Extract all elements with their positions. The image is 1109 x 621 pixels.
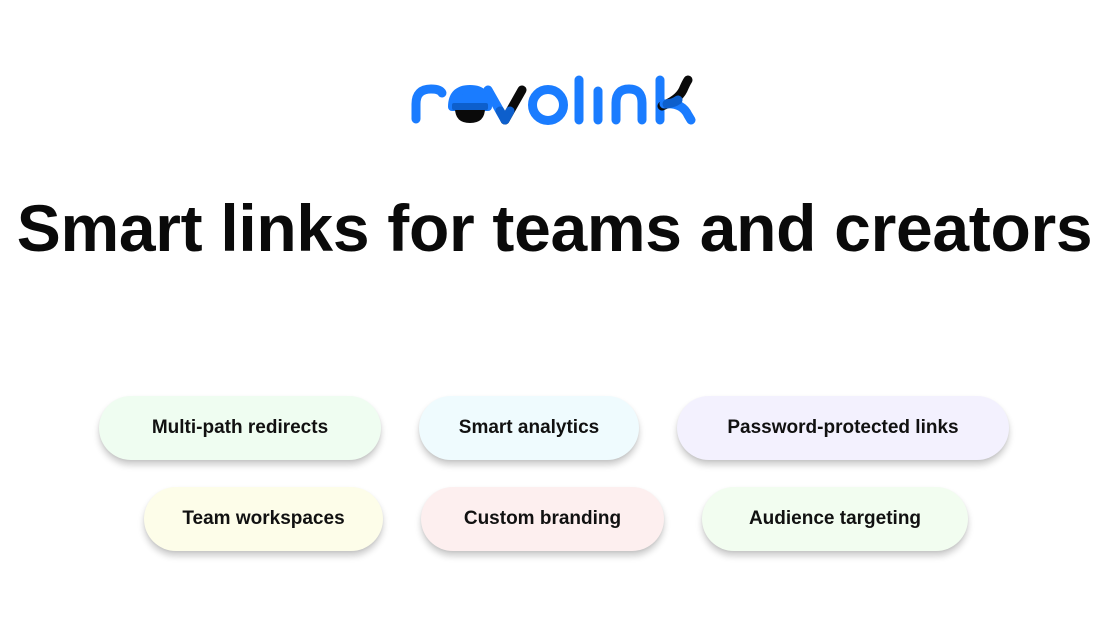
feature-pill-multi-path-redirects[interactable]: Multi-path redirects bbox=[99, 396, 381, 460]
feature-pill-label: Audience targeting bbox=[748, 508, 922, 529]
feature-pill-label: Custom branding bbox=[463, 508, 622, 529]
feature-pill-team-workspaces[interactable]: Team workspaces bbox=[144, 487, 383, 551]
hero-headline: Smart links for teams and creators bbox=[16, 191, 1093, 265]
feature-pill-password-protected-links[interactable]: Password-protected links bbox=[677, 396, 1009, 460]
revolink-wordmark-logo-icon bbox=[411, 75, 696, 125]
feature-pill-label: Multi-path redirects bbox=[151, 417, 329, 438]
revolink-logo[interactable]: revolink bbox=[400, 66, 710, 136]
feature-pill-smart-analytics[interactable]: Smart analytics bbox=[419, 396, 639, 460]
feature-pill-label: Smart analytics bbox=[458, 417, 600, 438]
feature-pill-label: Password-protected links bbox=[727, 417, 959, 438]
feature-pill-label: Team workspaces bbox=[182, 508, 345, 529]
feature-pill-custom-branding[interactable]: Custom branding bbox=[421, 487, 664, 551]
feature-pill-audience-targeting[interactable]: Audience targeting bbox=[702, 487, 968, 551]
